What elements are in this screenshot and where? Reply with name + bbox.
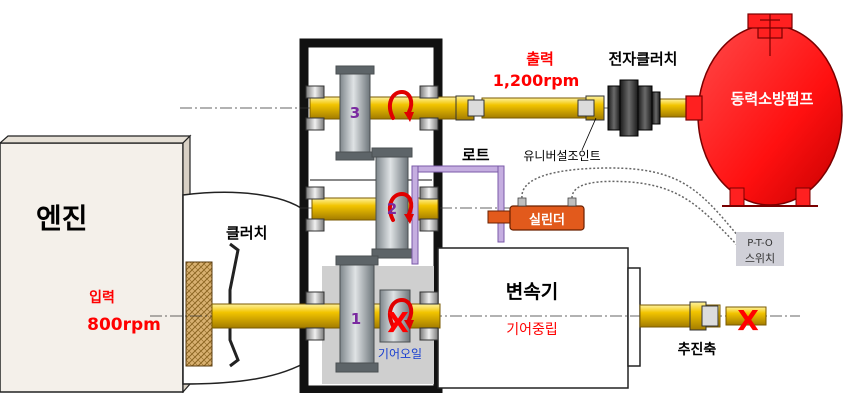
labels: 엔진 클러치 입력 800rpm 출력 1,200rpm 전자클러치 동력소방펌… — [36, 50, 814, 361]
gear-1 — [335, 255, 379, 373]
pto-label-line2: 스위치 — [745, 252, 775, 265]
engine-block — [0, 134, 192, 394]
gear-3 — [335, 65, 375, 161]
pto-label-line1: P-T-O — [747, 238, 773, 249]
input-title: 입력 — [89, 290, 115, 306]
magnetic-clutch — [607, 79, 661, 137]
output-title: 출력 — [526, 50, 554, 68]
transmission-label: 변속기 — [506, 281, 558, 303]
propeller-shaft-label: 추진축 — [678, 341, 717, 358]
cylinder-label: 실린더 — [529, 212, 565, 228]
gear-neutral-label: 기어중립 — [506, 322, 558, 338]
idler-shaft — [311, 197, 439, 221]
gear-1-number: 1 — [351, 310, 361, 328]
bearings — [305, 85, 439, 341]
rotation-arrow-icon-mid — [388, 191, 414, 222]
gear-3-number: 3 — [350, 104, 360, 122]
rotation-arrows — [388, 89, 414, 330]
fire-pump — [685, 13, 843, 207]
rotation-arrow-icon-top — [388, 89, 414, 120]
x-mark-input: X — [387, 306, 409, 339]
cylinder — [487, 197, 585, 231]
fire-pump-label: 동력소방펌프 — [731, 90, 814, 108]
transmission-block — [437, 247, 641, 389]
pto-cables — [521, 167, 739, 247]
universal-joint-label: 유니버설조인트 — [523, 149, 600, 163]
universal-joint-leader — [581, 117, 597, 151]
universal-joint-output — [455, 95, 605, 121]
engine-label: 엔진 — [36, 202, 88, 235]
rod-label: 로트 — [462, 146, 490, 164]
gear-2-number: 2 — [387, 200, 397, 218]
universal-joint-propeller — [689, 301, 719, 331]
clutch-housing — [182, 191, 311, 385]
clutch-label: 클러치 — [226, 224, 267, 242]
output-rpm: 1,200rpm — [493, 71, 580, 90]
clutch-disk-icon — [185, 261, 213, 367]
gears — [335, 65, 413, 373]
rotation-arrow-icon-bottom — [388, 297, 414, 328]
input-rpm: 800rpm — [87, 315, 161, 335]
gear-oil-label: 기어오일 — [378, 347, 422, 361]
x-mark-propeller: X — [737, 304, 759, 337]
magnetic-clutch-label: 전자클러치 — [608, 50, 677, 68]
output-shaft-right — [657, 98, 687, 118]
propeller-shaft-right — [725, 306, 767, 326]
output-shaft-left — [309, 96, 463, 120]
shift-rod — [411, 165, 505, 265]
pto-switch-box — [736, 232, 784, 266]
